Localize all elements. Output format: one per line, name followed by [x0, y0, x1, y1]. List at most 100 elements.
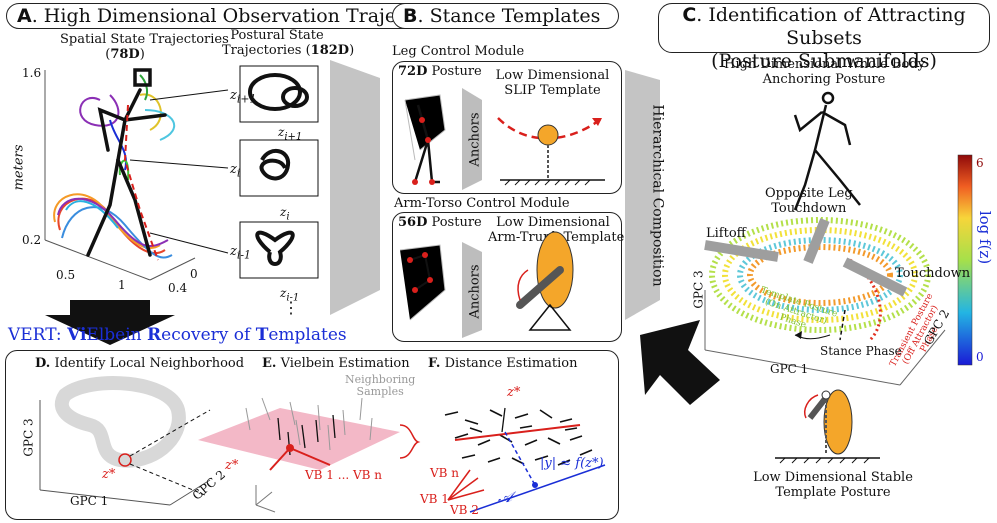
- dots: ⋮: [283, 298, 299, 317]
- neighboring-line1: Neighboring: [345, 373, 416, 386]
- z-axis-cur: zi: [280, 205, 290, 223]
- funnel-b-to-c: [625, 70, 660, 320]
- slip-line1: Low Dimensional: [495, 68, 610, 83]
- panel-f-title: F. Distance Estimation: [428, 356, 578, 371]
- postural-dim: 182D: [310, 43, 350, 58]
- panel-f-letter: F.: [428, 356, 441, 371]
- vert-t: T: [255, 325, 269, 345]
- spatial-dim: 78D: [110, 47, 140, 62]
- f-zstar-label: z*: [507, 385, 521, 400]
- z-cur-sub: i: [236, 166, 241, 180]
- arm-module-label: Arm-Torso Control Module: [394, 196, 570, 211]
- colorbar-max: 6: [976, 156, 984, 170]
- spatial-title-text: Spatial State Trajectories: [60, 32, 229, 47]
- opposite-line1: Opposite Leg: [765, 186, 853, 201]
- tick-0-5: 0.5: [56, 268, 76, 282]
- panel-d-title: D. Identify Local Neighborhood: [35, 356, 244, 371]
- panel-a-letter: A: [17, 5, 32, 27]
- stable-line2: Template Posture: [775, 485, 891, 500]
- panel-c-title: C. Identification of Attracting Subsets(…: [658, 3, 990, 72]
- panel-c-title-line1: . Identification of Attracting Subsets: [696, 4, 966, 49]
- arm-posture-word: Posture: [427, 215, 482, 230]
- e-zstar-label: z*: [225, 458, 239, 473]
- postural-title-line1: Postural State: [230, 28, 324, 43]
- d-zstar-label: z*: [102, 467, 116, 482]
- stable-line1: Low Dimensional Stable: [753, 470, 913, 485]
- panel-f-title-text: Distance Estimation: [440, 356, 578, 371]
- z-next-sub: i+1: [236, 92, 257, 106]
- f-manifold-label: 𝒜: [498, 488, 513, 506]
- touchdown-label: Touchdown: [895, 266, 971, 281]
- vert-ecovery: ecovery of: [161, 325, 256, 345]
- c-gpc1-label: GPC 1: [770, 362, 809, 376]
- z-axis-prev-sub: i-1: [286, 292, 300, 304]
- z-axis-next-sub: i+1: [284, 131, 303, 143]
- panel-a-title-text: . High Dimensional Observation Trajector…: [31, 5, 463, 27]
- z-axis-next: zi+1: [278, 125, 303, 143]
- arm-posture-dim: 56D: [398, 215, 428, 230]
- tick-0-4: 0.4: [168, 281, 188, 295]
- panel-e-title-text: Vielbein Estimation: [276, 356, 410, 371]
- vert-elbein: Elbein: [86, 325, 148, 345]
- f-vbn-label: VB n: [430, 466, 460, 480]
- f-vb1-label: VB 1: [420, 492, 449, 506]
- z-next-label: zi+1: [230, 88, 256, 107]
- z-cur-label: zi: [230, 162, 240, 181]
- z-axis-cur-sub: i: [286, 211, 290, 223]
- panel-b-letter: B: [403, 5, 418, 27]
- z-next: z: [230, 88, 237, 103]
- arm-line1: Low Dimensional: [496, 215, 610, 230]
- e-vb-label: VB 1 ... VB n: [305, 468, 383, 482]
- z-cur: z: [230, 162, 237, 177]
- d-gpc1-label: GPC 1: [70, 494, 109, 508]
- vert-heading: VERT: ViElbein Recovery of Templates: [8, 325, 347, 345]
- slip-line2: SLIP Template: [504, 83, 601, 98]
- anchor-line2: Anchoring Posture: [762, 72, 886, 87]
- diagonal-arrow: [640, 320, 720, 405]
- colorbar: [957, 154, 973, 366]
- f-vb2-label: VB 2: [450, 503, 479, 517]
- anchor-line1: High Dimensional Whole Body: [724, 57, 925, 72]
- vert-r: R: [147, 325, 162, 345]
- stance-phase-label: Stance Phase: [820, 344, 902, 358]
- leg-posture-dim: 72D: [398, 64, 428, 79]
- leg-posture-label: 72D Posture: [398, 64, 482, 79]
- neighboring-line2: Samples: [356, 385, 404, 398]
- panel-e-title: E. Vielbein Estimation: [262, 356, 410, 371]
- postural-title-line2: Trajectories: [222, 43, 302, 58]
- tick-1: 1: [118, 278, 126, 292]
- liftoff-label: Liftoff: [706, 226, 746, 241]
- leg-posture-word: Posture: [427, 64, 482, 79]
- panel-d-title-text: Identify Local Neighborhood: [50, 356, 245, 371]
- z-prev-sub: i-1: [236, 248, 251, 262]
- down-arrow: [45, 300, 175, 345]
- panel-b-title: B. Stance Templates: [392, 3, 619, 29]
- colorbar-min: 0: [976, 350, 984, 364]
- f-distance-label: |y| ≈ f(z*): [540, 456, 604, 471]
- tick-0: 0: [190, 267, 198, 281]
- opposite-line2: Touchdown: [771, 201, 847, 216]
- panel-c-letter: C: [682, 4, 697, 26]
- panel-d-letter: D.: [35, 356, 51, 371]
- tick-0-2: 0.2: [22, 233, 42, 247]
- z-prev: z: [230, 244, 237, 259]
- vert-vi: Vi: [67, 325, 87, 345]
- panel-e-letter: E.: [262, 356, 277, 371]
- leg-module-label: Leg Control Module: [392, 44, 525, 59]
- vert-emplates: emplates: [268, 325, 347, 345]
- spatial-title: Spatial State Trajectories(78D): [60, 32, 229, 62]
